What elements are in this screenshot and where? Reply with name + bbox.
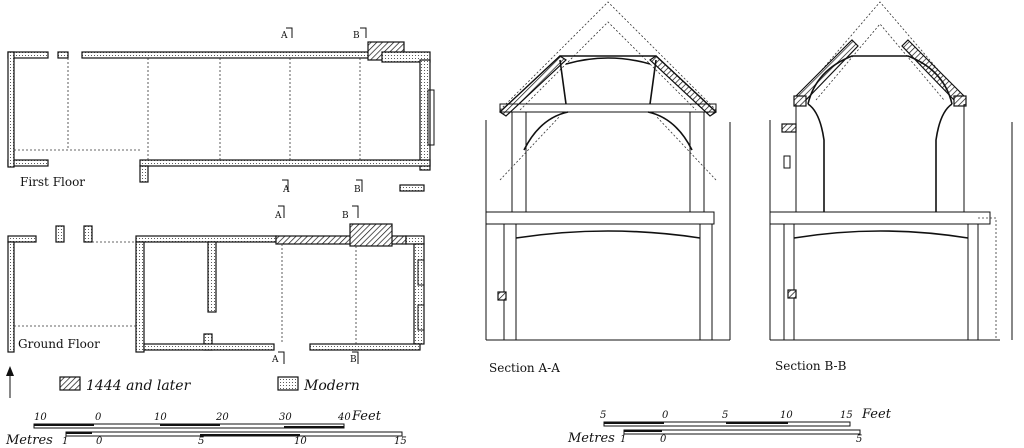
section-mark-a-top: A [280,31,288,41]
scale-left-feet-tick-5: 40 [337,412,351,423]
section-a-a-label: Section A-A [489,361,560,375]
scale-right-feet-label: Feet [861,407,892,422]
scale-left-metres-tick-2: 5 [198,436,204,447]
scale-left-feet-tick-3: 20 [215,412,229,423]
scale-left-feet-label: Feet [351,409,382,424]
first-floor-plan [7,27,435,192]
scale-right-metres-label: Metres [567,431,615,446]
section-mark-a-ground-top: A [274,211,282,221]
scale-right-feet-tick-2: 5 [722,410,728,421]
scale-bar-right [603,421,861,435]
scale-left-metres-tick-0: 1 [62,436,68,447]
scale-left-feet-tick-1: 0 [95,412,102,423]
legend-hatched-swatch [59,376,81,391]
section-a-a-drawing [485,1,731,341]
north-arrow-icon [6,366,14,398]
scale-right-feet-tick-3: 10 [780,410,793,421]
scale-left-metres-tick-1: 0 [96,436,103,447]
section-mark-a-ground-bottom: A [271,355,279,365]
section-b-b-label: Section B-B [775,359,847,373]
scale-right-feet-tick-0: 5 [600,410,606,421]
scale-bar-left [33,423,403,437]
legend-hatched-label: 1444 and later [86,378,192,394]
scale-left-metres-tick-3: 10 [294,436,307,447]
section-mark-a-first-bottom: A [282,185,290,195]
legend-dotted-label: Modern [303,378,360,394]
scale-left-feet-tick-4: 30 [279,412,292,423]
scale-right-metres-tick-2: 5 [856,434,862,445]
section-mark-b-ground-bottom: B [350,355,357,365]
scale-right-feet-tick-4: 15 [840,410,853,421]
scale-right-metres-tick-1: 0 [660,434,667,445]
scale-left-metres-tick-4: 15 [394,436,407,447]
scale-right-feet-tick-1: 0 [662,410,669,421]
ground-floor-label: Ground Floor [18,337,100,351]
first-floor-label: First Floor [20,175,85,189]
section-mark-b-top: B [353,31,360,41]
section-mark-b-ground-top: B [342,211,349,221]
scale-left-feet-tick-0: 10 [34,412,47,423]
scale-left-metres-label: Metres [5,433,53,448]
scale-left-feet-tick-2: 10 [154,412,167,423]
section-mark-b-first-bottom: B [354,185,361,195]
scale-right-metres-tick-0: 1 [620,434,626,445]
ground-floor-plan [7,205,425,364]
legend-dotted-swatch [277,376,299,391]
section-b-b-drawing [769,1,1013,341]
